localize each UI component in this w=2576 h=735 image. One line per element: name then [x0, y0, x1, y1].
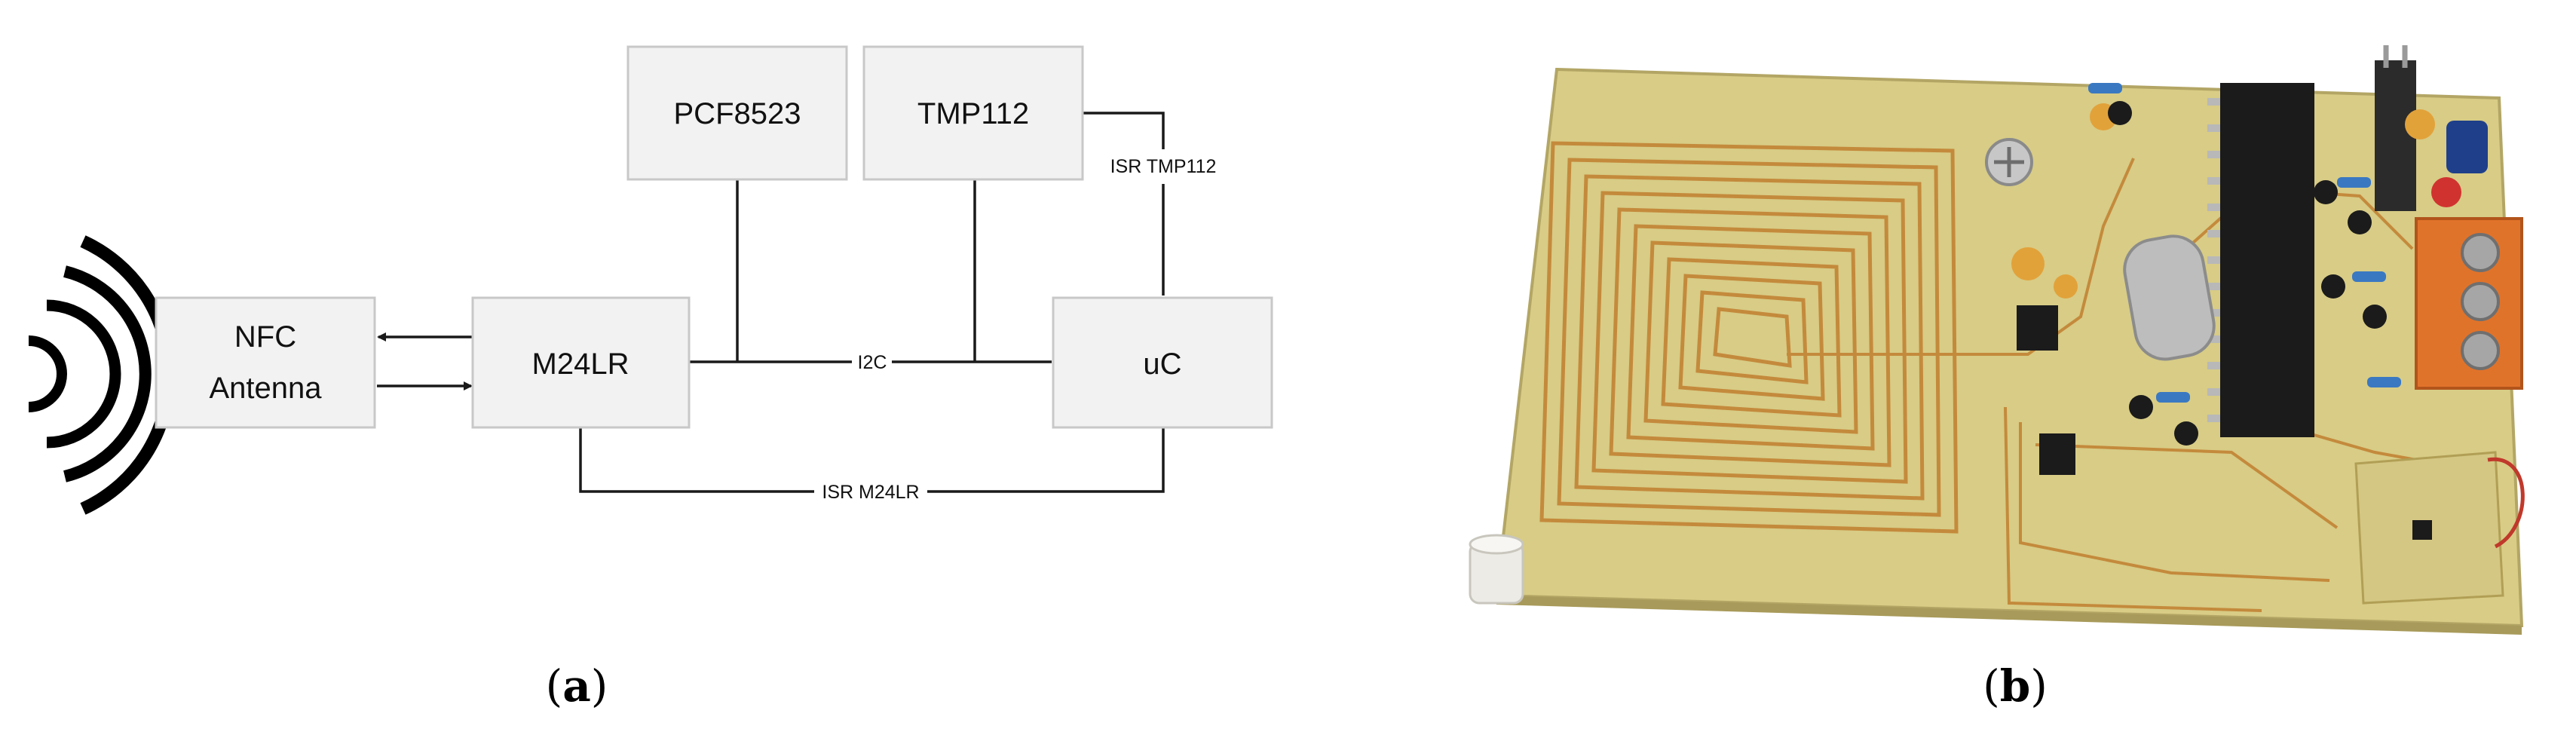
caption-a: (a) [546, 660, 608, 712]
pcb-photo: (b) [1469, 45, 2525, 712]
block-nfc-antenna: NFC Antenna [155, 296, 376, 429]
isr-tmp112-label: ISR TMP112 [1110, 156, 1217, 177]
crystal-oscillator [2123, 234, 2216, 361]
pin-header [2375, 45, 2416, 211]
caption-b: (b) [1983, 660, 2048, 712]
spacer [1469, 534, 1524, 605]
nfc-label-line1: NFC [234, 320, 296, 354]
nfc-label-line2: Antenna [209, 372, 322, 405]
pcb-traces [1787, 158, 2458, 612]
m24lr-label: M24LR [532, 348, 629, 381]
block-tmp112: TMP112 [862, 45, 1084, 181]
isr-tmp112-line-top [1082, 112, 1165, 149]
sensor-breakout [2354, 451, 2525, 605]
rtc-chip [2039, 433, 2075, 475]
block-m24lr: M24LR [471, 296, 691, 429]
i2c-label: I2C [858, 352, 887, 373]
microcontroller-chip [2207, 83, 2314, 437]
screw-icon [1985, 138, 2033, 186]
wires [377, 112, 1165, 493]
uc-label: uC [1143, 348, 1181, 381]
led-icon [2431, 177, 2461, 207]
tmp112-label: TMP112 [917, 97, 1029, 130]
isr-m24lr-line-right [927, 428, 1165, 493]
spiral-antenna [1539, 141, 1959, 534]
pcf8523-label: PCF8523 [674, 97, 801, 130]
block-diagram: PCF8523 TMP112 NFC Antenna M24LR uC I2C … [28, 45, 1273, 712]
transistors [2108, 101, 2387, 446]
block-uc: uC [1052, 296, 1273, 429]
block-pcf8523: PCF8523 [626, 45, 848, 181]
terminal-block [2415, 217, 2523, 390]
wireless-signal-icon [28, 235, 176, 515]
electrolytic-capacitor [2446, 121, 2488, 173]
resistors [2088, 83, 2401, 403]
eeprom-chip [2017, 305, 2058, 351]
isr-m24lr-label: ISR M24LR [822, 482, 919, 503]
isr-m24lr-line-left [579, 428, 814, 493]
pcb-board-edge [1496, 596, 2522, 635]
